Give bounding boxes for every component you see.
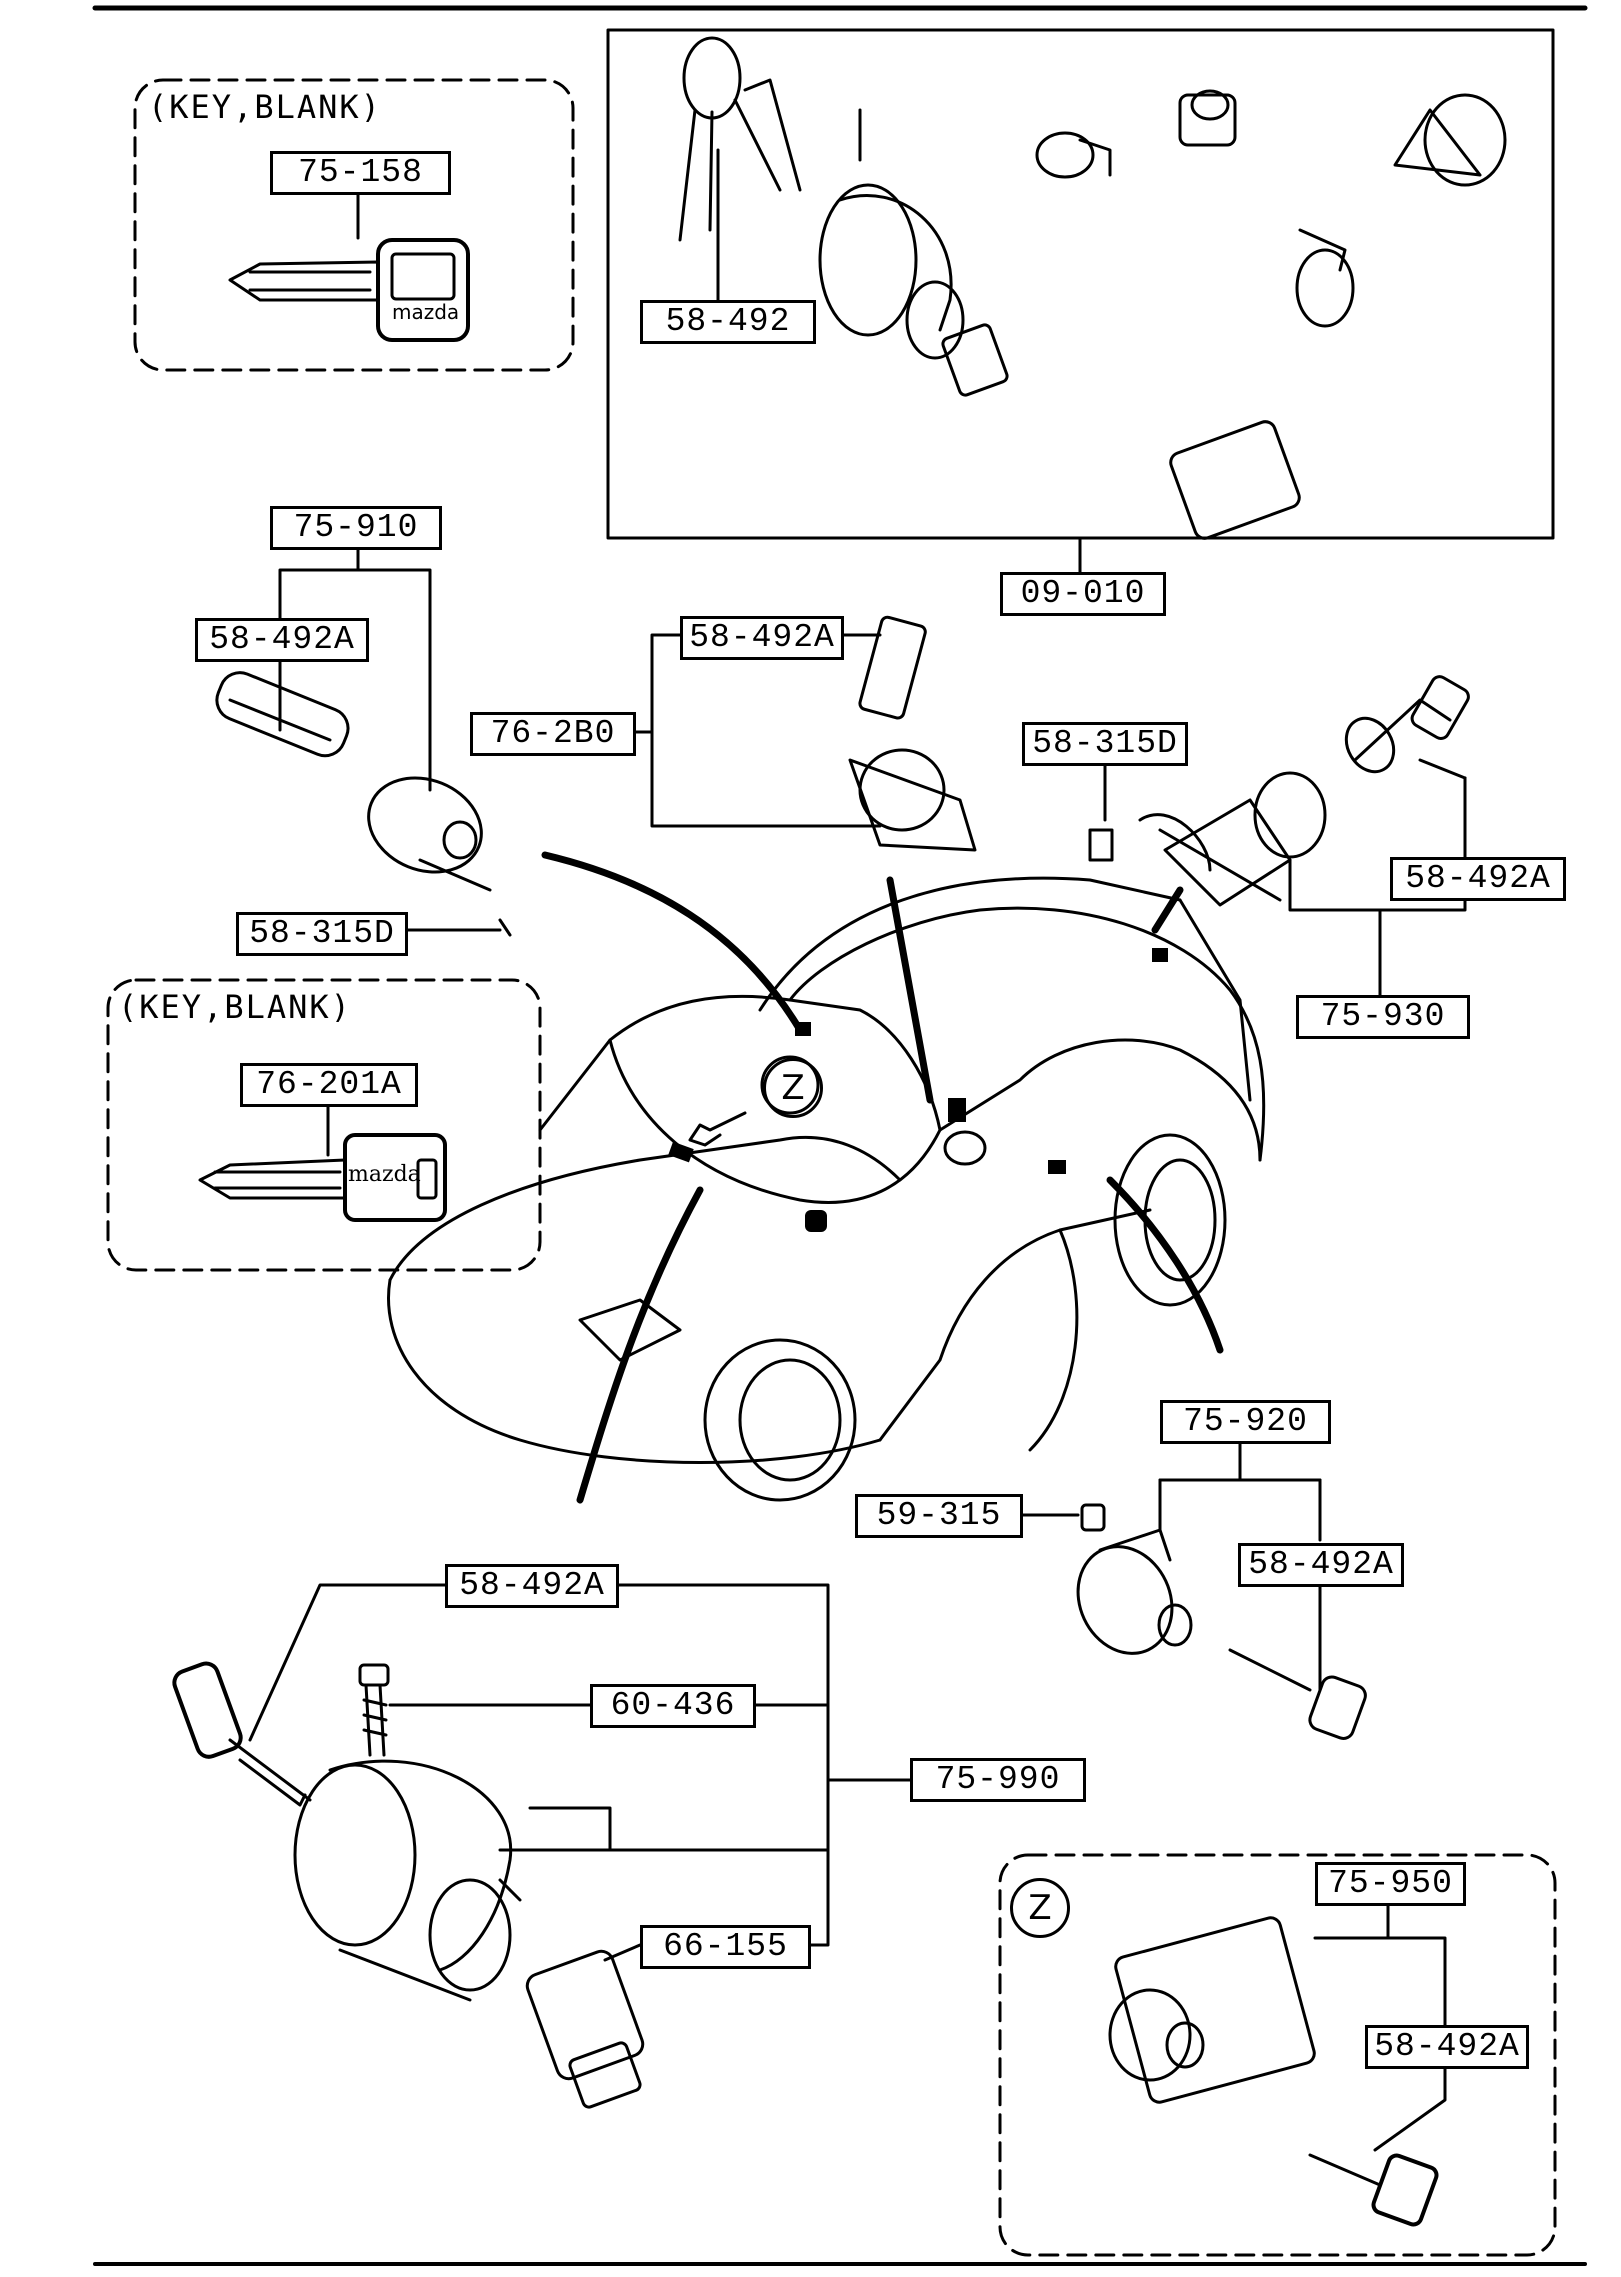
caption-key-blank-1: (KEY,BLANK) (148, 88, 382, 126)
lock-set-box (606, 28, 1555, 540)
dashed-box-key-blank-2 (106, 978, 542, 1272)
label-glove-lock-76-2B0: 76-2B0 (470, 712, 636, 756)
label-lock-set-09-010: 09-010 (1000, 572, 1166, 616)
label-door-cylinder-75-910: 75-910 (270, 506, 442, 550)
key-brand-text-2: mazda (348, 1162, 421, 1187)
label-clip-58-315D-left: 58-315D (236, 912, 408, 956)
label-bolt-60-436: 60-436 (590, 1684, 756, 1728)
key-brand-text-1: mazda (392, 300, 460, 324)
label-set-key-58-492: 58-492 (640, 300, 816, 344)
label-key-58-492A-right: 58-492A (1390, 857, 1566, 901)
label-key-58-492A-ignition: 58-492A (445, 1564, 619, 1608)
label-lock-75-950: 75-950 (1315, 1862, 1466, 1906)
caption-key-blank-2: (KEY,BLANK) (118, 988, 352, 1026)
label-ignition-cylinder-66-155: 66-155 (640, 1925, 811, 1969)
label-key-58-492A-glove: 58-492A (680, 616, 844, 660)
car-outline (387, 876, 1266, 1502)
label-trunk-cylinder-75-920: 75-920 (1160, 1400, 1331, 1444)
z-marker-box: Z (1010, 1878, 1070, 1938)
dashed-box-key-blank-1 (133, 78, 575, 372)
label-key-blank-75-158: 75-158 (270, 151, 451, 195)
label-clip-58-315D-right: 58-315D (1022, 722, 1188, 766)
label-key-58-492A-z: 58-492A (1365, 2025, 1529, 2069)
label-door-cylinder-75-930: 75-930 (1296, 995, 1470, 1039)
z-marker-car: Z (763, 1058, 823, 1118)
label-key-58-492A-trunk: 58-492A (1238, 1543, 1404, 1587)
label-key-58-492A-left: 58-492A (195, 618, 369, 662)
label-clip-59-315: 59-315 (855, 1494, 1023, 1538)
label-ignition-switch-75-990: 75-990 (910, 1758, 1086, 1802)
label-key-blank-76-201A: 76-201A (240, 1063, 418, 1107)
dashed-box-z (998, 1853, 1557, 2257)
